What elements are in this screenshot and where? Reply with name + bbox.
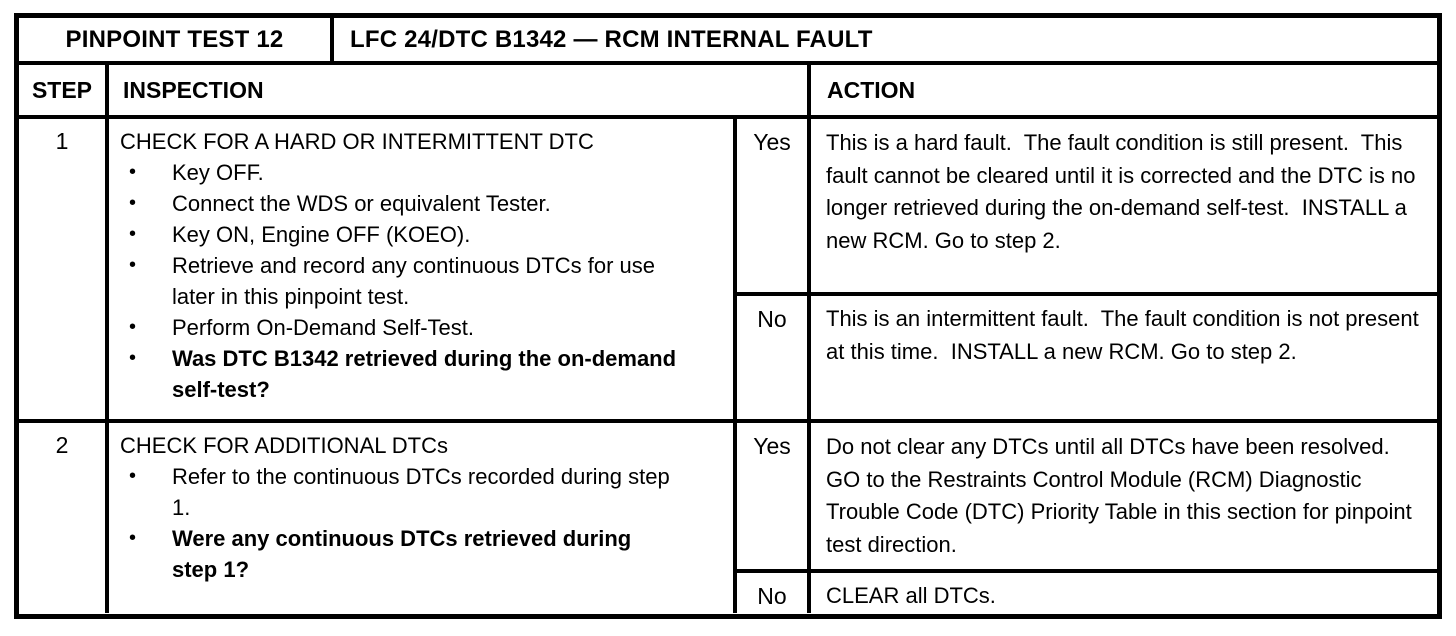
no-label: No xyxy=(757,583,787,609)
outcome-row-no: No This is an intermittent fault. The fa… xyxy=(733,296,1437,419)
divider xyxy=(807,573,811,613)
divider xyxy=(807,65,811,115)
action-text: CLEAR all DTCs. xyxy=(826,583,996,608)
divider xyxy=(19,61,1437,65)
table-row-step-1: 1 CHECK FOR A HARD OR INTERMITTENT DTC •… xyxy=(19,119,1437,419)
divider xyxy=(105,65,109,115)
bullet-text-question: Was DTC B1342 retrieved during the on-de… xyxy=(172,346,683,402)
outcomes-block: Yes Do not clear any DTCs until all DTCs… xyxy=(733,423,1437,613)
divider xyxy=(807,119,811,292)
pinpoint-test-label: PINPOINT TEST 12 xyxy=(65,25,284,53)
list-item: • Refer to the continuous DTCs recorded … xyxy=(120,461,727,523)
yes-label: Yes xyxy=(753,433,791,459)
bullet-icon: • xyxy=(129,316,137,338)
divider xyxy=(807,423,811,569)
bullet-text: Key ON, Engine OFF (KOEO). xyxy=(172,222,471,247)
action-text: Do not clear any DTCs until all DTCs hav… xyxy=(826,434,1418,557)
list-item: • Key OFF. xyxy=(120,157,727,188)
divider xyxy=(19,115,1437,119)
divider xyxy=(733,296,737,419)
column-header-row: STEP INSPECTION ACTION xyxy=(19,65,1437,115)
divider xyxy=(105,119,109,419)
inspection-title: CHECK FOR A HARD OR INTERMITTENT DTC xyxy=(120,129,594,154)
bullet-text: Connect the WDS or equivalent Tester. xyxy=(172,191,551,216)
action-text: This is an intermittent fault. The fault… xyxy=(826,306,1425,364)
pinpoint-test-table: PINPOINT TEST 12 LFC 24/DTC B1342 — RCM … xyxy=(14,13,1442,619)
bullet-text: Perform On-Demand Self-Test. xyxy=(172,315,474,340)
list-item: • Key ON, Engine OFF (KOEO). xyxy=(120,219,727,250)
bullet-text: Retrieve and record any continuous DTCs … xyxy=(172,253,662,309)
inspection-cell: CHECK FOR A HARD OR INTERMITTENT DTC • K… xyxy=(109,119,733,419)
table-row-step-2: 2 CHECK FOR ADDITIONAL DTCs • Refer to t… xyxy=(19,423,1437,613)
no-label: No xyxy=(757,306,787,332)
bullet-text-question: Were any continuous DTCs retrieved durin… xyxy=(172,526,638,582)
divider xyxy=(733,569,1437,573)
divider xyxy=(19,419,1437,423)
outcome-row-no: No CLEAR all DTCs. xyxy=(733,573,1437,613)
divider xyxy=(733,119,737,292)
divider xyxy=(733,423,737,569)
bullet-text: Key OFF. xyxy=(172,160,264,185)
outcomes-block: Yes This is a hard fault. The fault cond… xyxy=(733,119,1437,419)
bullet-text: Refer to the continuous DTCs recorded du… xyxy=(172,464,676,520)
list-item: • Were any continuous DTCs retrieved dur… xyxy=(120,523,727,585)
action-text: This is a hard fault. The fault conditio… xyxy=(826,130,1422,253)
bullet-icon: • xyxy=(129,161,137,183)
divider xyxy=(105,423,109,613)
inspection-title: CHECK FOR ADDITIONAL DTCs xyxy=(120,433,448,458)
outcome-row-yes: Yes Do not clear any DTCs until all DTCs… xyxy=(733,423,1437,569)
inspection-column-header: INSPECTION xyxy=(123,76,264,103)
divider xyxy=(330,18,334,61)
inspection-cell: CHECK FOR ADDITIONAL DTCs • Refer to the… xyxy=(109,423,733,613)
bullet-icon: • xyxy=(129,527,137,549)
bullet-icon: • xyxy=(129,254,137,276)
list-item: • Connect the WDS or equivalent Tester. xyxy=(120,188,727,219)
step-number: 2 xyxy=(55,432,69,458)
test-description: LFC 24/DTC B1342 — RCM INTERNAL FAULT xyxy=(350,25,873,53)
action-column-header: ACTION xyxy=(827,76,916,103)
list-item: • Was DTC B1342 retrieved during the on-… xyxy=(120,343,727,405)
outcome-row-yes: Yes This is a hard fault. The fault cond… xyxy=(733,119,1437,292)
bullet-icon: • xyxy=(129,223,137,245)
bullet-icon: • xyxy=(129,347,137,369)
divider xyxy=(733,573,737,613)
divider xyxy=(807,296,811,419)
divider xyxy=(733,292,1437,296)
bullet-icon: • xyxy=(129,192,137,214)
yes-label: Yes xyxy=(753,129,791,155)
step-column-header: STEP xyxy=(31,76,93,103)
bullet-icon: • xyxy=(129,465,137,487)
list-item: • Retrieve and record any continuous DTC… xyxy=(120,250,727,312)
list-item: • Perform On-Demand Self-Test. xyxy=(120,312,727,343)
step-number: 1 xyxy=(55,128,69,154)
title-row: PINPOINT TEST 12 LFC 24/DTC B1342 — RCM … xyxy=(19,18,1437,61)
